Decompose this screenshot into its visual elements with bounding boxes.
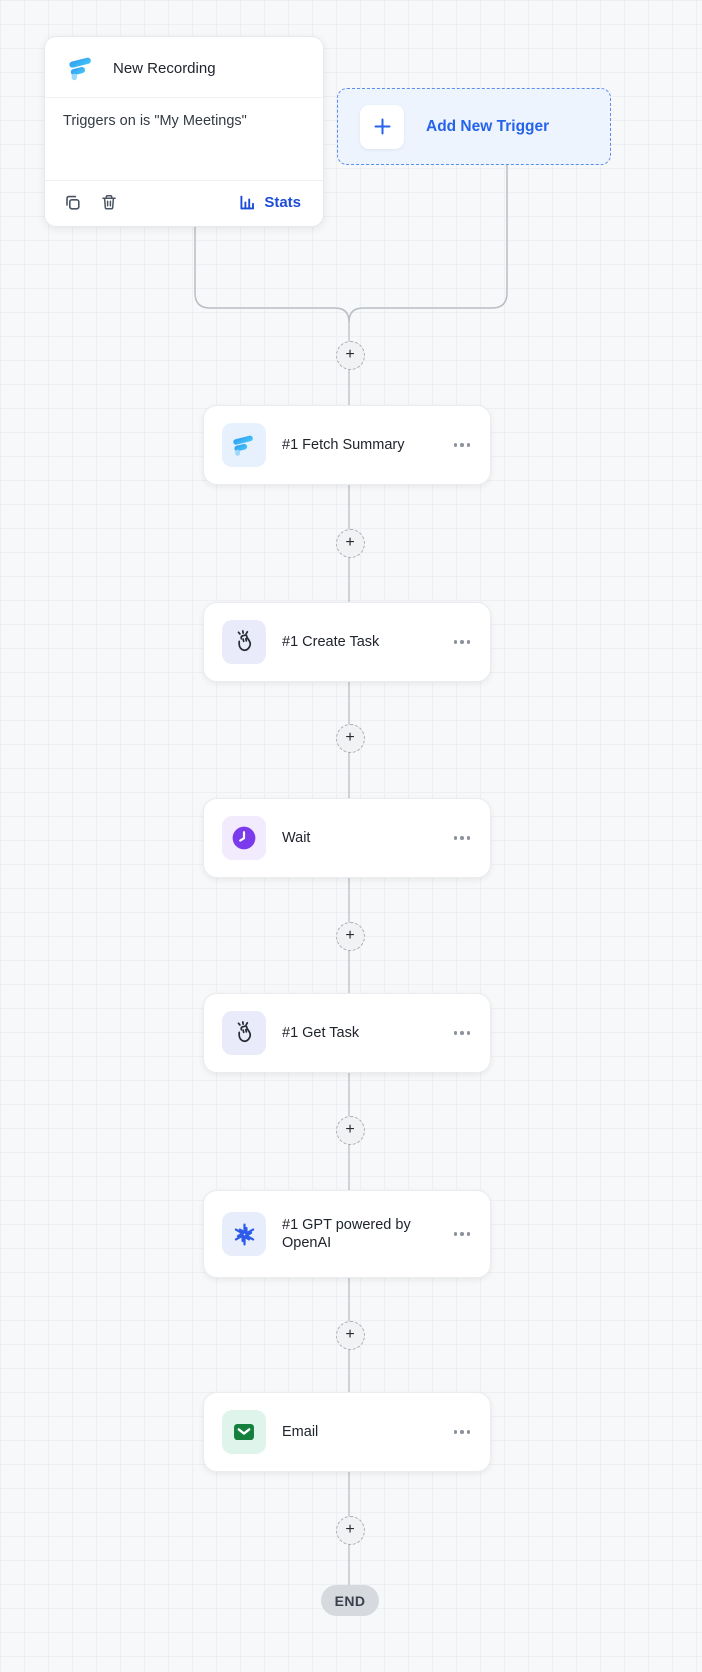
trigger-condition: Triggers on is "My Meetings" [63,113,247,129]
wait-clock-icon [222,816,266,860]
node-label: Email [282,1423,319,1440]
workflow-node[interactable]: Wait [203,798,491,878]
workflow-node[interactable]: #1 Fetch Summary [203,405,491,485]
add-step-button[interactable]: + [335,921,365,951]
bar-chart-icon [238,193,257,212]
copy-trigger-button[interactable] [61,191,84,214]
add-step-button[interactable]: + [335,1115,365,1145]
more-options-button[interactable] [450,830,475,846]
plus-icon [360,104,404,149]
workflow-node[interactable]: Email [203,1392,491,1472]
add-step-button[interactable]: + [335,528,365,558]
more-options-button[interactable] [450,1424,475,1440]
task-hand-icon [222,1011,266,1055]
fireflies-logo-icon [67,55,97,81]
divider [45,180,323,181]
workflow-node[interactable]: #1 GPT powered by OpenAI [203,1190,491,1278]
add-step-button[interactable]: + [335,1320,365,1350]
add-new-trigger-button[interactable]: Add New Trigger [337,88,611,165]
openai-icon [222,1212,266,1256]
trigger-card[interactable]: New Recording Triggers on is "My Meeting… [44,36,324,227]
node-label: #1 GPT powered by OpenAI [282,1216,411,1251]
add-step-button[interactable]: + [335,1515,365,1545]
stats-label: Stats [264,194,301,211]
trash-icon [100,193,118,212]
more-options-button[interactable] [450,634,475,650]
workflow-node[interactable]: #1 Get Task [203,993,491,1073]
stats-button[interactable]: Stats [232,192,307,213]
node-label: #1 Fetch Summary [282,436,405,453]
divider [45,97,323,98]
end-badge: END [321,1585,379,1616]
trigger-card-header: New Recording [45,37,323,97]
node-label: Wait [282,829,311,846]
copy-icon [63,193,82,212]
add-new-trigger-label: Add New Trigger [426,117,550,135]
fireflies-icon [222,423,266,467]
add-step-button[interactable]: + [335,723,365,753]
node-label: #1 Get Task [282,1024,360,1041]
more-options-button[interactable] [450,437,475,453]
more-options-button[interactable] [450,1226,475,1242]
trigger-card-title: New Recording [113,59,216,77]
more-options-button[interactable] [450,1025,475,1041]
delete-trigger-button[interactable] [98,191,120,214]
node-label: #1 Create Task [282,633,380,650]
trigger-card-footer: Stats [45,181,323,226]
email-icon [222,1410,266,1454]
task-hand-icon [222,620,266,664]
workflow-node[interactable]: #1 Create Task [203,602,491,682]
add-step-button[interactable]: + [335,340,365,370]
